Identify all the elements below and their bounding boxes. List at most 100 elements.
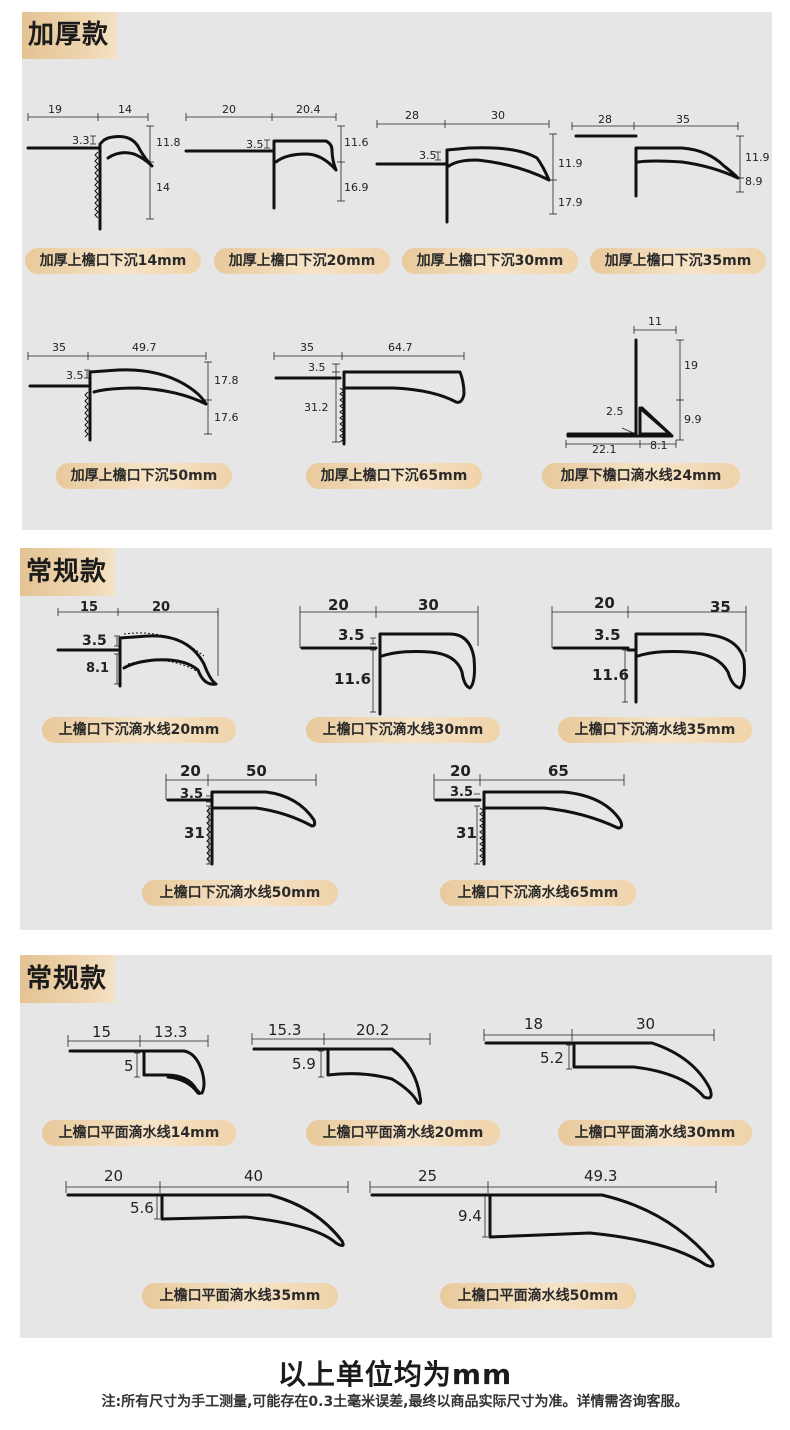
dim-step: 3.5 [180,787,204,802]
dim-width-right: 30 [636,1015,656,1033]
dim-height: 5.2 [540,1049,564,1067]
profile-drawing [369,1181,717,1268]
dim-width-right: 30 [491,109,505,122]
dim-height-upper: 19 [684,359,698,372]
dim-step: 3.5 [419,149,437,162]
product-label: 加厚上檐口下沉14mm [25,248,201,274]
profile-drawing [375,120,557,224]
section-title: 常规款 [20,548,116,596]
dim-width-right: 35 [676,113,690,126]
dim-height: 11.6 [334,670,372,688]
dim-thickness: 2.5 [606,405,624,418]
profile-thick-20: 20 20.4 3.5 11.6 16.9 [184,103,386,234]
profile-thick-65: 35 64.7 3.5 31.2 [273,341,494,452]
profile-drawing [65,1181,349,1248]
profile-regular-drop-30: 20 30 3.5 11.6 [299,598,500,716]
dim-width-left: 15.3 [268,1021,302,1039]
dim-width-left: 20 [450,762,471,780]
dim-height-upper: 11.8 [156,136,181,149]
profile-drawing [299,606,479,716]
dim-width-left: 20 [222,103,236,116]
product-label: 上檐口平面滴水线35mm [142,1283,338,1309]
dim-height-lower: 17.9 [558,196,583,209]
dim-width-right: 49.7 [132,341,157,354]
dim-width-right: 14 [118,103,132,116]
profile-drawing [67,1035,209,1095]
dim-height: 11.6 [592,666,630,684]
profile-drawing [26,113,154,231]
profile-drawing [184,113,345,210]
dim-height-lower: 9.9 [684,413,702,426]
profile-regular-drop-20: 15 20 3.5 8.1 [56,601,238,706]
dim-height-upper: 11.6 [344,136,369,149]
profile-regular-drop-65: 20 65 3.5 31 [433,762,654,866]
dim-width-left: 28 [598,113,612,126]
profile-flat-20: 15.3 20.2 5.9 [251,1019,452,1109]
dim-width-right: 20.4 [296,103,321,116]
dim-height-lower: 14 [156,181,170,194]
profile-flat-50: 25 49.3 9.4 [369,1167,730,1279]
profile-thick-30: 28 30 3.5 11.9 17.9 [375,109,587,240]
dim-width-left: 35 [300,341,314,354]
dim-width-left: 19 [48,103,62,116]
product-label: 上檐口平面滴水线50mm [440,1283,636,1309]
dim-height: 31.2 [304,401,329,414]
profile-drawing [273,352,466,446]
measurement-disclaimer: 注:所有尺寸为手工测量,可能存在0.3土毫米误差,最终以商品实际尺寸为准。详情需… [101,1394,689,1410]
dim-height-upper: 11.9 [558,157,583,170]
profile-thick-drip-24: 11 19 2.5 9.9 22.1 8.1 [562,316,742,456]
section-title: 常规款 [20,955,116,1003]
dim-width-left: 35 [52,341,66,354]
dim-height-upper: 17.8 [214,374,239,387]
dim-step: 3.5 [450,785,474,800]
dim-step: 3.5 [82,633,107,649]
product-label: 上檐口平面滴水线20mm [306,1120,500,1146]
profile-drawing [56,608,219,688]
dim-width-left: 18 [524,1015,544,1033]
product-label: 上檐口下沉滴水线50mm [142,880,338,906]
section-regular-flat: 常规款 15 13.3 5 [20,955,772,1338]
dim-width-left: 28 [405,109,419,122]
dim-bottom-left: 22.1 [592,443,617,456]
dim-width-right: 65 [548,762,569,780]
dim-bottom-right: 8.1 [650,439,668,452]
dim-width-left: 20 [594,594,615,612]
dim-height: 8.1 [86,661,110,676]
product-label: 上檐口下沉滴水线20mm [42,717,236,743]
profile-regular-drop-50: 20 50 3.5 31 [165,762,336,866]
units-note-title: 以上单位均为mm [277,1358,513,1391]
profile-drawing [27,352,212,442]
dim-width-left: 20 [328,596,349,614]
dim-height-upper: 11.9 [745,151,770,164]
profile-regular-drop-35: 20 35 3.5 11.6 [551,596,762,712]
dim-step: 3.5 [338,626,365,644]
product-label: 加厚上檐口下沉65mm [306,463,482,489]
dim-height: 5.6 [130,1199,154,1217]
dim-width-right: 50 [246,762,267,780]
dim-width-right: 30 [418,596,439,614]
dim-height: 9.4 [458,1207,482,1225]
profile-drawing [565,326,684,448]
dim-height: 31 [456,824,477,842]
dim-width-right: 13.3 [154,1023,188,1041]
dim-top: 11 [648,315,662,328]
dim-width-right: 40 [244,1167,264,1185]
profile-flat-30: 18 30 5.2 [483,1013,724,1103]
dim-height-lower: 8.9 [745,175,763,188]
section-thick: 加厚款 19 14 3.3 11.8 14 [22,12,772,530]
dim-width-right: 20 [152,600,171,615]
section-title: 加厚款 [22,12,118,59]
profile-drawing [571,122,744,198]
dim-step: 3.5 [66,369,84,382]
dim-width-left: 25 [418,1167,438,1185]
profile-drawing [433,774,625,866]
dim-step: 3.5 [594,626,621,644]
section-regular-drop: 常规款 15 20 3.5 8.1 [20,548,772,930]
product-label: 上檐口平面滴水线30mm [558,1120,752,1146]
product-label: 上檐口下沉滴水线30mm [306,717,500,743]
profile-drawing [551,606,747,704]
dim-step: 3.5 [246,138,264,151]
product-label: 加厚上檐口下沉20mm [214,248,390,274]
product-label: 上檐口下沉滴水线35mm [558,717,752,743]
dim-width-right: 20.2 [356,1021,390,1039]
